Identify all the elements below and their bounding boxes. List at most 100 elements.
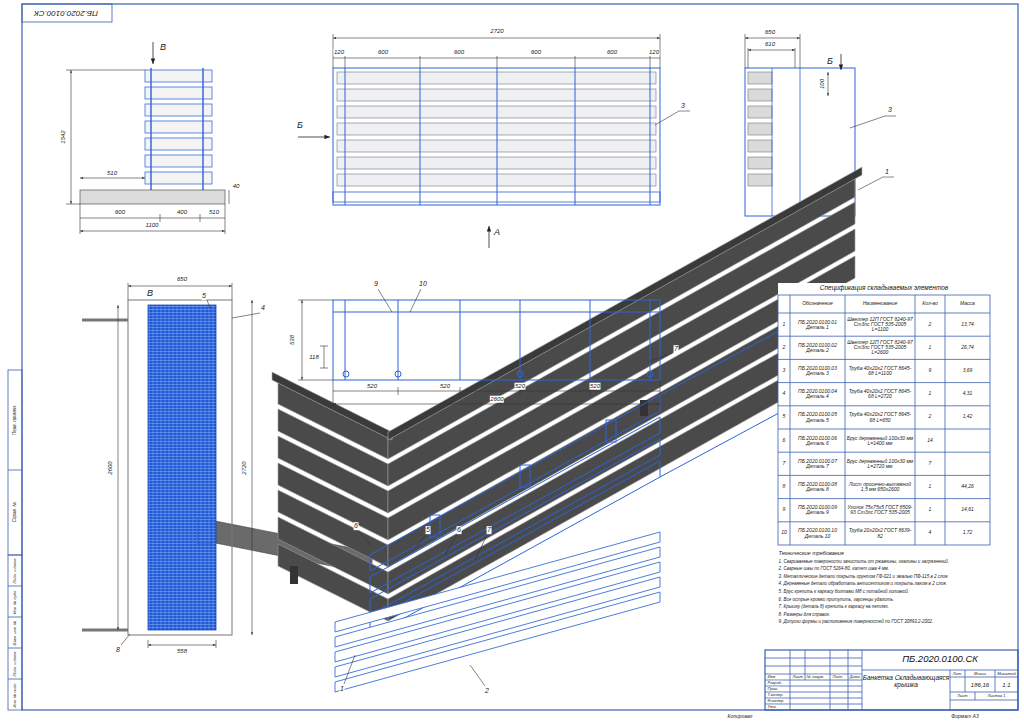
table-cell: Швеллер 12П ГОСТ 8240-97 Ст3пс ГОСТ 535-… bbox=[846, 340, 915, 356]
table-cell: 6 bbox=[779, 438, 790, 443]
table-cell: Брус деревянный 100х30 мм L=1400 мм bbox=[846, 435, 915, 446]
note-line: 3. Металлические детали покрыть грунтом … bbox=[778, 574, 949, 579]
table-header: Наименование bbox=[846, 301, 915, 306]
table-cell: ПБ.2020.0100.02 Деталь 2 bbox=[791, 343, 845, 354]
note-line: 2. Сварные швы по ГОСТ 5264-80, катет шв… bbox=[778, 567, 890, 572]
node-text: Банкетка Складывающаяся крышка bbox=[862, 674, 950, 688]
table-cell: ПБ.2020.0100.04 Деталь 4 bbox=[791, 389, 845, 400]
table-cell: ПБ.2020.0100.06 Деталь 6 bbox=[791, 435, 845, 446]
note-line: 8. Размеры для справок. bbox=[778, 612, 831, 617]
table-cell: Труба 40х20х2 ГОСТ 8645-68 L=650 bbox=[846, 412, 915, 423]
specification-grid bbox=[778, 283, 990, 545]
callout-number: 7 bbox=[674, 345, 679, 353]
callout-number: 7 bbox=[487, 526, 492, 534]
title-block-cell: Листов 1 bbox=[987, 694, 1006, 698]
title-block-cell: Дата bbox=[849, 675, 861, 679]
panel-view bbox=[82, 283, 260, 648]
notes-heading: Технические требования bbox=[778, 550, 844, 556]
title-block-cell: Н.контр. bbox=[767, 699, 785, 703]
table-cell: 3,69 bbox=[946, 368, 990, 373]
dimension-text: 600 bbox=[530, 49, 541, 56]
callout-number: 6 bbox=[354, 522, 359, 530]
table-cell: Лист просечно-вытяжной 1,5 мм 650х2600 bbox=[846, 482, 915, 493]
callout-number: 9 bbox=[374, 280, 379, 288]
table-cell: 9 bbox=[779, 508, 790, 513]
dimension-text: 2720 bbox=[490, 28, 504, 35]
title-block-cell: Утв. bbox=[767, 705, 777, 709]
table-cell: Труба 40х20х2 ГОСТ 8645-68 L=1100 bbox=[846, 366, 915, 377]
title-block-grid bbox=[765, 650, 1018, 710]
note-line: 9. Допуски формы и расположения поверхно… bbox=[778, 620, 934, 625]
margin-label: Инв. № дубл. bbox=[13, 589, 17, 615]
table-cell: Брус деревянный 100х30 мм L=2720 мм bbox=[846, 459, 915, 470]
table-cell: 1 bbox=[779, 322, 790, 327]
table-cell: 14 bbox=[916, 438, 945, 443]
dimension-text: 600 bbox=[114, 209, 125, 216]
dimension-text: 100 bbox=[819, 78, 826, 89]
title-block-cell: Масса bbox=[974, 671, 987, 675]
title-block-cell: Масштаб bbox=[997, 671, 1017, 675]
table-cell: 2 bbox=[779, 345, 790, 350]
dimension-text: 610 bbox=[764, 41, 775, 48]
table-cell: 8 bbox=[779, 484, 790, 489]
dimension-text: 558 bbox=[176, 648, 187, 655]
callout-number: 5 bbox=[202, 292, 207, 300]
callout-number: 5 bbox=[426, 526, 431, 534]
title-block-cell: Пров. bbox=[767, 687, 779, 691]
margin-label: Взам. инв. № bbox=[13, 620, 17, 646]
table-cell: Труба 40х20х2 ГОСТ 8645-68 L=2720 bbox=[846, 389, 915, 400]
table-cell: 1,42 bbox=[946, 415, 990, 420]
sheet-note: Копировал bbox=[727, 714, 753, 720]
table-cell: ПБ.2020.0100.10 Деталь 10 bbox=[791, 528, 845, 539]
callout-number: 10 bbox=[419, 280, 428, 288]
view-letter: Б bbox=[827, 57, 834, 67]
callout-number: 1 bbox=[885, 168, 890, 176]
dimension-text: 600 bbox=[453, 49, 464, 56]
table-header: Масса bbox=[946, 301, 990, 306]
title-block-cell: Лит. bbox=[952, 671, 962, 675]
dimension-text: 600 bbox=[606, 49, 617, 56]
dimension-text: 510 bbox=[106, 170, 117, 177]
dimension-text: 600 bbox=[377, 49, 388, 56]
table-cell: 9 bbox=[916, 368, 945, 373]
table-cell: ПБ.2020.0100.01 Деталь 1 bbox=[791, 319, 845, 330]
callout-number: 6 bbox=[457, 526, 462, 534]
table-cell: ПБ.2020.0100.03 Деталь 3 bbox=[791, 366, 845, 377]
table-cell: ПБ.2020.0100.07 Деталь 7 bbox=[791, 459, 845, 470]
table-cell: ПБ.2020.0100.09 Деталь 9 bbox=[791, 505, 845, 516]
title-block-cell: Лист bbox=[957, 694, 968, 698]
callout-number: 3 bbox=[681, 102, 686, 110]
note-line: 4. Деревянные детали обработать антисепт… bbox=[778, 582, 947, 587]
dimension-text: 2720 bbox=[241, 461, 248, 475]
dimension-text: 538 bbox=[289, 334, 296, 345]
view-letter: А bbox=[493, 228, 500, 238]
dimension-text: 520 bbox=[366, 383, 377, 390]
dimension-text: 40 bbox=[232, 183, 240, 190]
margin-label: Инв. № подл. bbox=[13, 682, 17, 708]
title-block-cell: 186,16 bbox=[970, 681, 989, 688]
table-cell: 1 bbox=[916, 392, 945, 397]
table-cell: 13,74 bbox=[946, 322, 990, 327]
node-heading: ПБ.2020.0100.СК bbox=[862, 654, 1018, 664]
table-cell: 1 bbox=[916, 508, 945, 513]
callout-number: 8 bbox=[116, 646, 121, 654]
title-block-cell: 1:1 bbox=[1002, 681, 1011, 688]
dimension-text: 120 bbox=[333, 49, 344, 56]
dimension-text: 2600 bbox=[490, 396, 504, 403]
view-letter: В bbox=[159, 43, 166, 53]
margin-label: Перв. примен. bbox=[13, 405, 18, 436]
table-header: Обозначение bbox=[791, 301, 845, 306]
title-block-cell: Разраб. bbox=[767, 681, 782, 685]
note-line: 1. Свариваемые поверхности зачистить от … bbox=[778, 559, 949, 564]
note-line: 5. Брус крепить к каркасу болтами М8 с п… bbox=[778, 589, 910, 594]
note-line: 6. Все острые кромки притупить, заусенцы… bbox=[778, 597, 895, 602]
sheet-frame bbox=[8, 4, 1018, 710]
table-cell: 4 bbox=[916, 531, 945, 536]
table-cell: 10 bbox=[779, 531, 790, 536]
table-cell: 44,26 bbox=[946, 484, 990, 489]
view-letter: В bbox=[146, 289, 153, 299]
dimension-text: 118 bbox=[309, 354, 320, 361]
dimension-text: 650 bbox=[764, 29, 775, 36]
dimension-text: 2600 bbox=[107, 461, 114, 475]
